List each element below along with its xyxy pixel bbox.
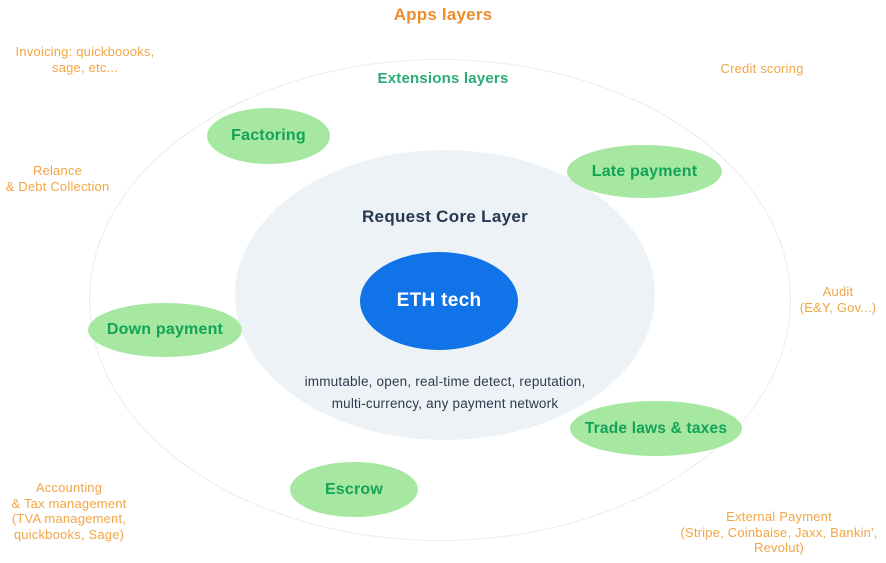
badge-factoring: Factoring [207,108,330,164]
badge-escrow: Escrow [290,462,418,517]
badge-trade-laws-taxes-label: Trade laws & taxes [584,419,728,437]
core-caption: immutable, open, real-time detect, reput… [225,371,665,415]
eth-tech-label: ETH tech [396,290,482,311]
badge-trade-laws-taxes: Trade laws & taxes [570,401,742,456]
badge-down-payment: Down payment [88,303,242,357]
badge-late-payment-label: Late payment [591,162,698,180]
extensions-layers-title: Extensions layers [377,70,509,87]
label-accounting-line3: (TVA management, [11,511,127,526]
label-accounting-line2: & Tax management [11,495,127,511]
label-invoicing-line1: Invoicing: quickboooks, [15,44,155,59]
core-caption-line2: multi-currency, any payment network [331,396,559,411]
label-accounting-line1: Accounting [35,480,103,495]
label-relance-line1: Relance [32,163,83,178]
badge-factoring-label: Factoring [231,127,306,144]
label-audit-line2: (E&Y, Gov...) [799,299,877,315]
label-accounting-tax-management: Accounting & Tax management (TVA managem… [0,480,138,542]
apps-layers-title: Apps layers [393,5,493,24]
label-external-payment: External Payment (Stripe, Coinbaise, Jax… [672,509,886,556]
label-credit-scoring-line1: Credit scoring [720,61,804,76]
badge-late-payment: Late payment [567,145,722,198]
badge-escrow-label: Escrow [324,480,384,498]
label-accounting-line4: quickbooks, Sage) [13,526,125,542]
label-relance-debt-collection: Relance & Debt Collection [0,163,115,194]
core-caption-line1: immutable, open, real-time detect, reput… [304,374,586,389]
label-relance-line2: & Debt Collection [5,178,110,194]
label-credit-scoring: Credit scoring [692,61,832,77]
label-invoicing-line2: sage, etc... [52,59,118,75]
request-core-layer-title: Request Core Layer [361,207,528,226]
label-audit: Audit (E&Y, Gov...) [790,284,886,315]
label-external-payment-line1: External Payment [726,509,832,524]
label-invoicing: Invoicing: quickboooks, sage, etc... [5,44,165,75]
label-audit-line1: Audit [822,284,854,299]
eth-tech-ellipse: ETH tech [360,252,518,350]
label-external-payment-line3: Revolut) [753,540,804,555]
badge-down-payment-label: Down payment [106,321,224,338]
label-external-payment-line2: (Stripe, Coinbaise, Jaxx, Bankin', [680,524,878,540]
